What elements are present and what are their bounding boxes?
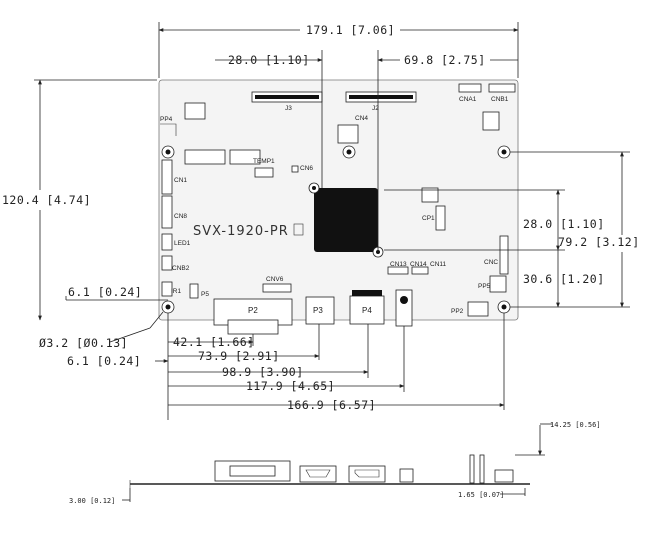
cna1-label: CNA1 <box>459 96 477 103</box>
dim-left-offset-top: 6.1 [0.24] <box>68 285 142 299</box>
cn13-label: CN13 <box>390 261 407 268</box>
dim-hole-span: 166.9 [6.57] <box>287 398 376 412</box>
cn8-connector <box>161 195 173 229</box>
p3-hdmi-connector <box>305 296 335 325</box>
ic-cluster-left <box>184 149 226 165</box>
ir1-label: IR1 <box>171 288 182 295</box>
main-soc-chip <box>314 188 378 252</box>
dim-top-left-offset: 28.0 [1.10] <box>228 53 310 67</box>
dim-side-height: 14.25 [0.56] <box>550 421 601 429</box>
mounting-hole-top-right <box>497 145 511 159</box>
p2-label: P2 <box>248 306 258 315</box>
cn13-connector <box>387 266 409 275</box>
ic-cluster-left-2 <box>229 149 261 165</box>
dim-overall-height: 120.4 [4.74] <box>2 193 91 207</box>
cp1-header <box>421 187 439 203</box>
dim-hole-diameter: Ø3.2 [Ø0.13] <box>39 336 128 350</box>
cn1-connector <box>161 159 173 195</box>
temp1-connector <box>254 167 274 178</box>
dim-p4-offset: 98.9 [3.90] <box>222 365 304 379</box>
dim-overall-width: 179.1 [7.06] <box>306 23 395 37</box>
cnb2-connector <box>161 255 173 271</box>
j3-label: J3 <box>285 105 292 112</box>
mounting-hole-cn4 <box>342 145 356 159</box>
pp2-label: PP2 <box>451 308 464 315</box>
ic-right-top <box>482 111 500 131</box>
cna1-connector <box>458 83 482 93</box>
audio-jack <box>395 289 413 327</box>
temp1-label: TEMP1 <box>253 158 275 165</box>
pp2-connector <box>467 301 489 317</box>
cnc-label: CNC <box>484 259 498 266</box>
cn11-label: CN11 <box>430 261 447 268</box>
cn14-label: CN14 <box>410 261 427 268</box>
mounting-hole-left-mid <box>161 145 175 159</box>
pp5-block <box>489 275 507 293</box>
side-jack <box>399 468 414 483</box>
cnc-connector <box>499 235 509 275</box>
j2-label: J2 <box>372 105 379 112</box>
side-dp <box>348 465 386 483</box>
cn6-connector <box>291 165 299 173</box>
p5-label: P5 <box>201 291 209 298</box>
dim-right-offset-c: 30.6 [1.20] <box>523 272 605 286</box>
dim-right-offset-b: 79.2 [3.12] <box>558 235 640 249</box>
dim-board-thickness: 1.65 [0.07] <box>458 491 504 499</box>
p4-label: P4 <box>362 306 372 315</box>
p4-dp-connector <box>349 295 385 325</box>
side-header <box>469 454 475 484</box>
cn1-label: CN1 <box>174 177 187 184</box>
cnb1-connector <box>488 83 516 93</box>
ic-cn4-group <box>337 124 359 144</box>
dim-standoff: 3.00 [0.12] <box>69 497 115 505</box>
cn14-connector <box>411 266 429 275</box>
ir1-connector <box>161 281 173 297</box>
p3-label: P3 <box>313 306 323 315</box>
pp5-label: PP5 <box>478 283 491 290</box>
ic-top-left <box>184 102 206 120</box>
mounting-hole-bottom-right <box>497 300 511 314</box>
dim-right-offset-a: 28.0 [1.10] <box>523 217 605 231</box>
dim-p3-offset: 73.9 [2.91] <box>198 349 280 363</box>
side-power <box>494 469 514 483</box>
model-label-box <box>293 223 304 236</box>
soc-marker-top <box>308 182 320 194</box>
pp4-label: PP4 <box>160 116 173 123</box>
dim-left-offset-bottom: 6.1 [0.24] <box>67 354 141 368</box>
dim-top-right-offset: 69.8 [2.75] <box>404 53 486 67</box>
cnb1-label: CNB1 <box>491 96 509 103</box>
mounting-hole-bottom-left <box>161 300 175 314</box>
dim-jack-offset: 117.9 [4.65] <box>246 379 335 393</box>
led1-connector <box>161 233 173 251</box>
cn6-label: CN6 <box>300 165 313 172</box>
p5-connector <box>189 283 199 299</box>
model-label: SVX-1920-PR <box>193 224 289 239</box>
led1-label: LED1 <box>174 240 191 247</box>
cn4-label: CN4 <box>355 115 368 122</box>
cnv6-label: CNV6 <box>266 276 284 283</box>
side-hdmi <box>299 465 337 483</box>
cp1-label: CP1 <box>422 215 435 222</box>
dim-p2-offset: 42.1 [1.66] <box>173 335 255 349</box>
cnv6-connector <box>262 283 292 293</box>
cn8-label: CN8 <box>174 213 187 220</box>
cp1-connector <box>435 205 446 231</box>
cnb2-label: CNB2 <box>172 265 190 272</box>
